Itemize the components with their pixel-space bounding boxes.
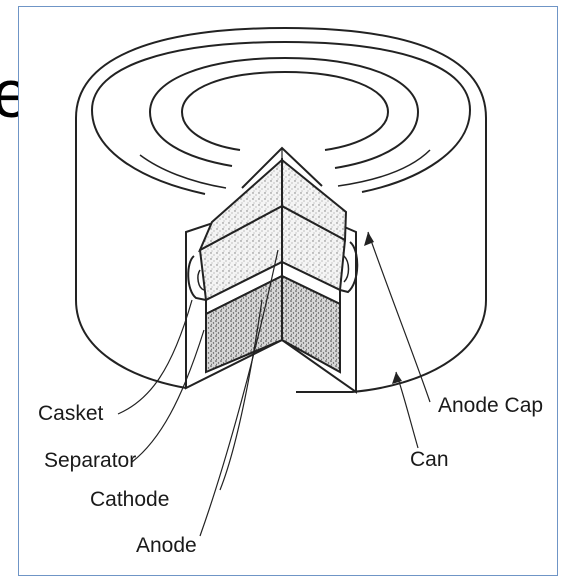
label-can: Can (410, 448, 449, 471)
label-casket: Casket (38, 402, 104, 425)
label-separator: Separator (44, 449, 136, 472)
label-cathode: Cathode (90, 488, 169, 511)
label-anode: Anode (136, 534, 197, 557)
label-anode-cap: Anode Cap (438, 394, 543, 417)
